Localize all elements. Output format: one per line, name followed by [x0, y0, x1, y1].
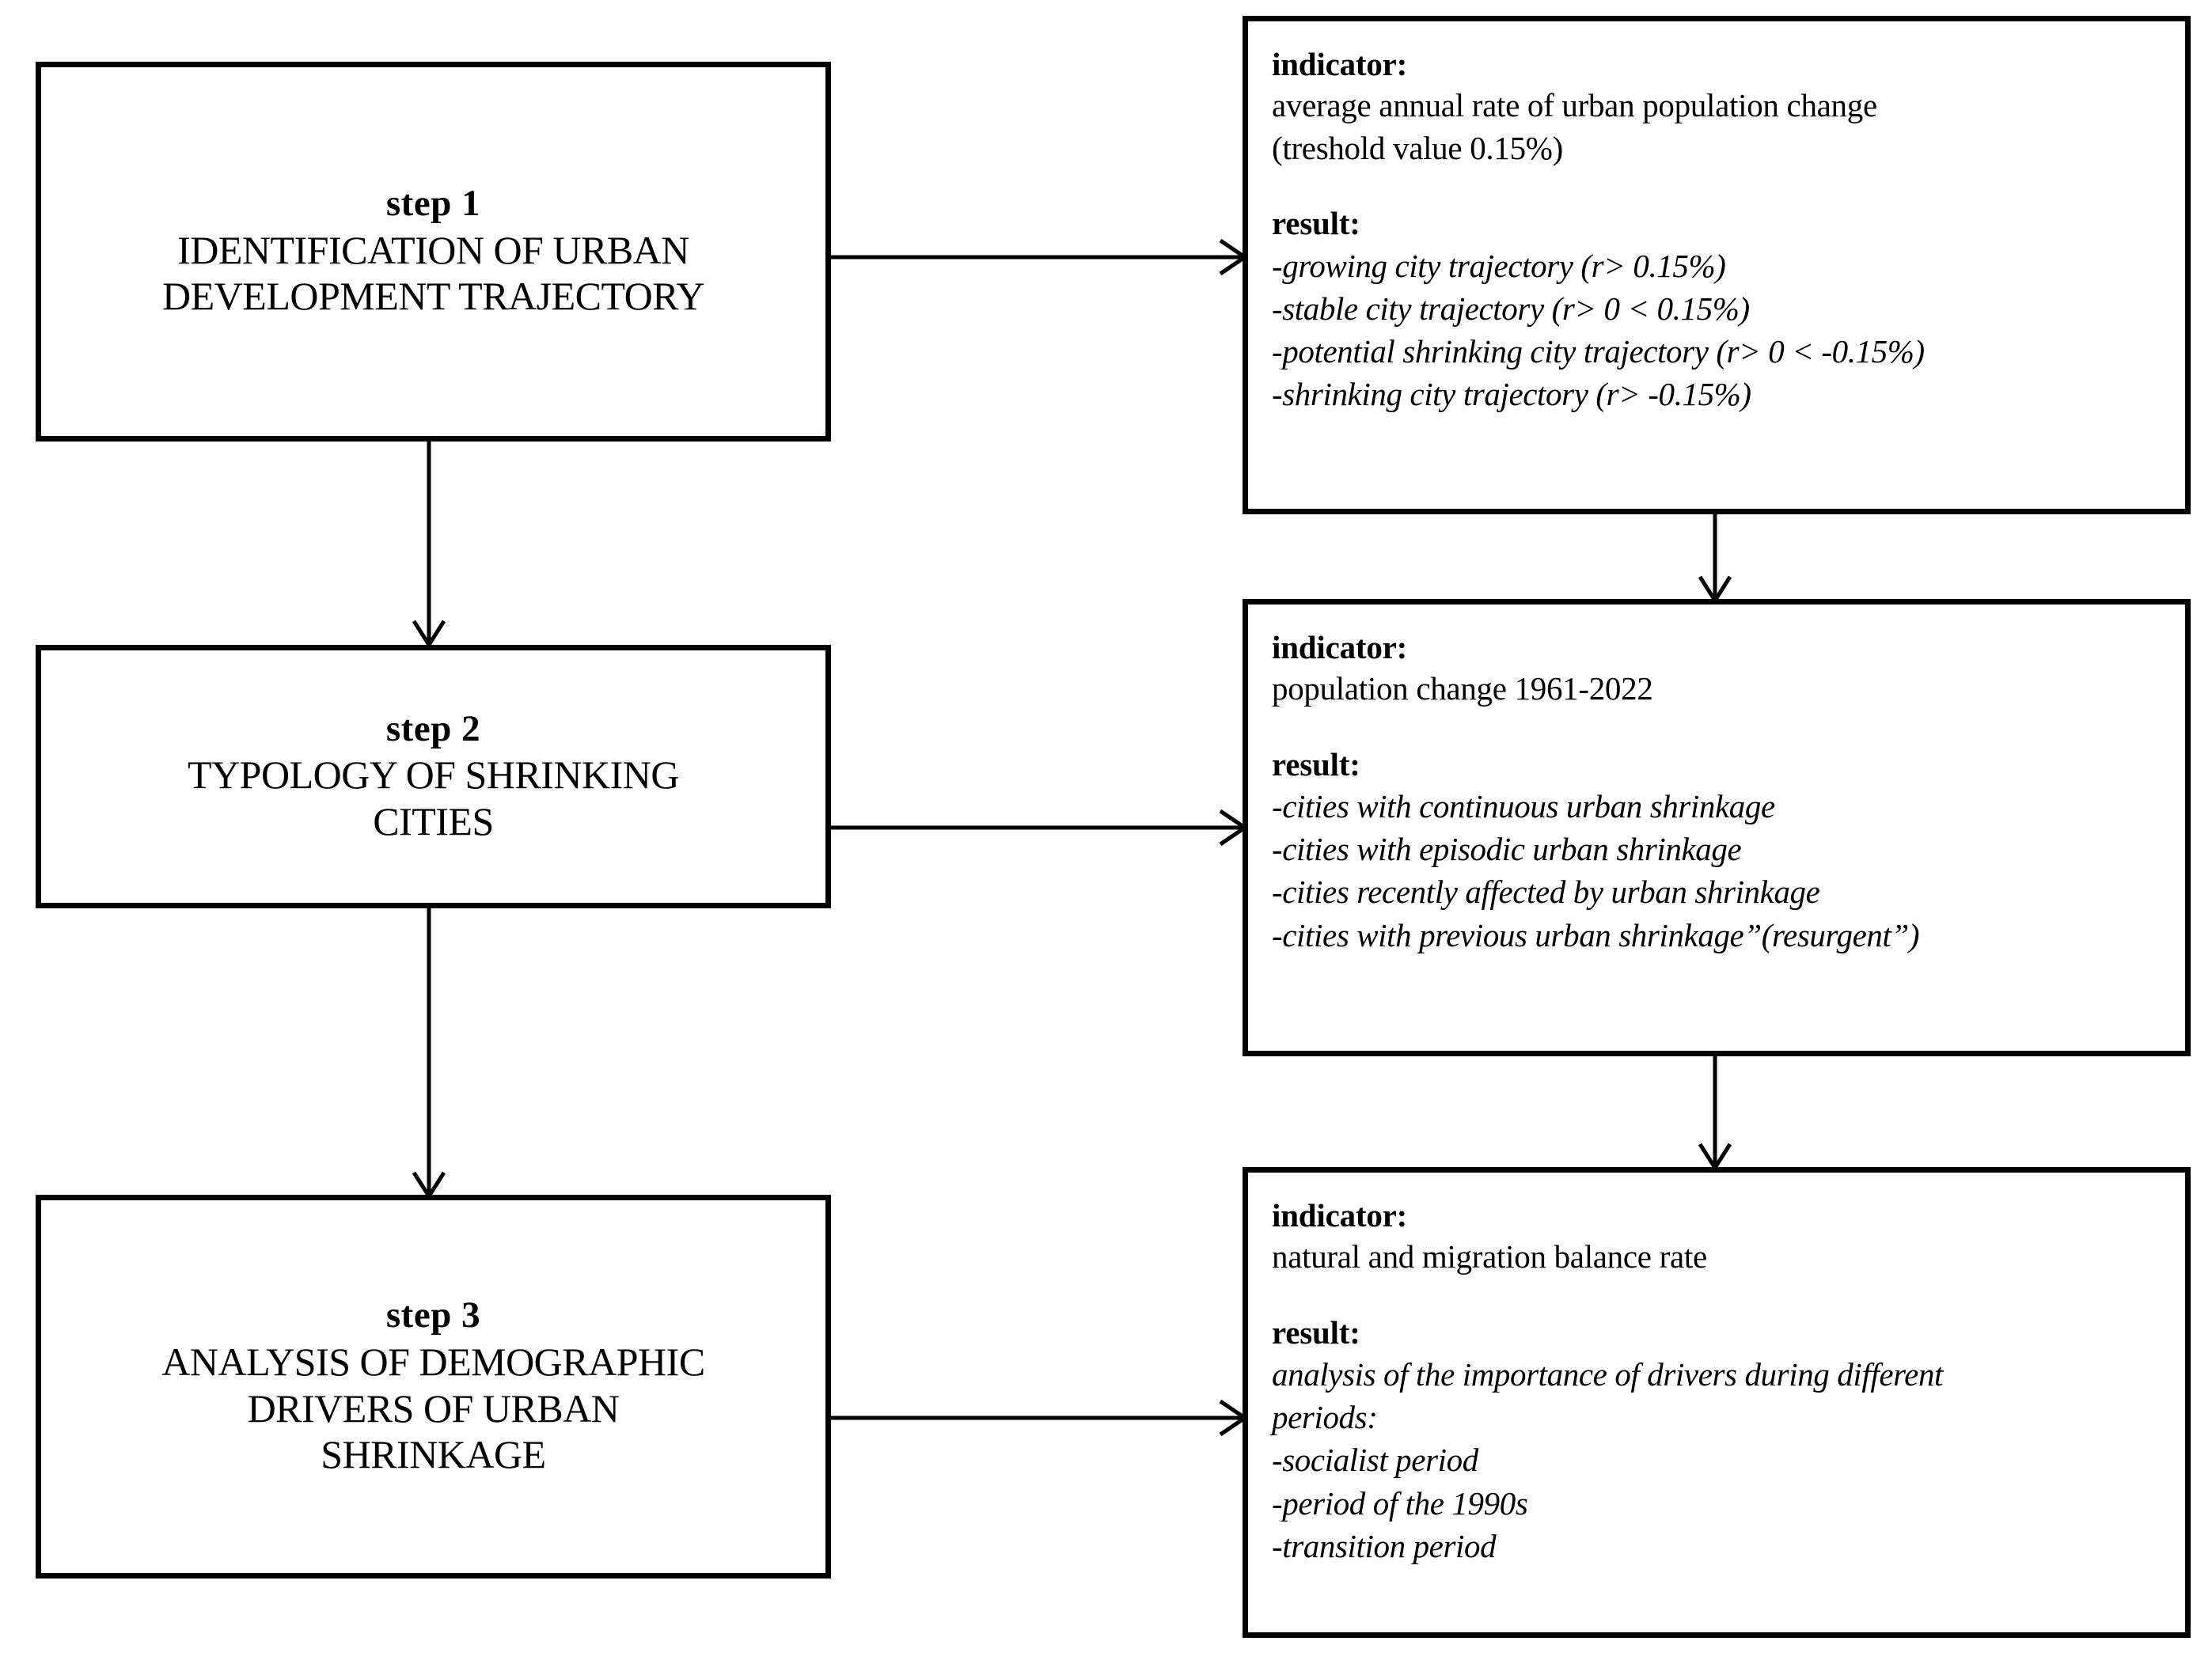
detail-1-indicator-line-1: average annual rate of urban population …	[1272, 87, 1877, 124]
detail-1-indicator-line-2: (treshold value 0.15%)	[1272, 129, 1563, 166]
arrow-step1-to-step2	[409, 438, 449, 650]
detail-2-result-line-3: -cities recently affected by urban shrin…	[1272, 874, 1820, 911]
step-1-title-line-1: IDENTIFICATION OF URBAN	[177, 227, 689, 272]
detail-2-indicator-heading: indicator:	[1272, 629, 1408, 665]
detail-2-result-line-2: -cities with episodic urban shrinkage	[1272, 831, 1742, 868]
detail-1-spacer	[1272, 169, 2165, 203]
step-1-title: IDENTIFICATION OF URBAN DEVELOPMENT TRAJ…	[143, 227, 723, 320]
detail-1-result-line-3: -potential shrinking city trajectory (r>…	[1272, 332, 1925, 370]
arrow-step2-to-detail2	[829, 808, 1253, 847]
arrow-step1-to-detail1	[829, 237, 1253, 277]
step-3-label: step 3	[385, 1294, 481, 1336]
detail-2-result-line-4: -cities with previous urban shrinkage”(r…	[1272, 916, 1920, 953]
detail-3-result-line-2: periods:	[1272, 1399, 1378, 1436]
step-2-title-line-2: CITIES	[373, 798, 494, 843]
detail-3-result-line-5: -transition period	[1272, 1527, 1497, 1564]
step-2-label: step 2	[385, 707, 481, 749]
arrow-step3-to-detail3	[829, 1398, 1253, 1438]
step-3-title-line-1: ANALYSIS OF DEMOGRAPHIC	[161, 1340, 705, 1385]
step-3-title-line-3: SHRINKAGE	[321, 1432, 546, 1477]
arrow-detail1-to-detail2	[1695, 510, 1735, 605]
arrow-detail2-to-detail3	[1695, 1052, 1735, 1173]
detail-3-spacer	[1272, 1279, 2165, 1312]
detail-3-indicator-heading: indicator:	[1272, 1197, 1408, 1234]
step-1-title-line-2: DEVELOPMENT TRAJECTORY	[162, 274, 704, 319]
step-3-box[interactable]: step 3 ANALYSIS OF DEMOGRAPHIC DRIVERS O…	[36, 1195, 831, 1579]
detail-1-result-line-2: -stable city trajectory (r> 0 < 0.15%)	[1272, 290, 1750, 327]
detail-3-indicator-line-1: natural and migration balance rate	[1272, 1238, 1707, 1275]
step-2-title: TYPOLOGY OF SHRINKING CITIES	[169, 752, 698, 844]
step-3-title: ANALYSIS OF DEMOGRAPHIC DRIVERS OF URBAN…	[142, 1339, 723, 1478]
detail-1-result-heading: result:	[1272, 205, 1360, 242]
step-1-box[interactable]: step 1 IDENTIFICATION OF URBAN DEVELOPME…	[36, 62, 831, 442]
detail-2-result-heading: result:	[1272, 745, 1360, 783]
detail-2-spacer	[1272, 711, 2165, 744]
step-3-title-line-2: DRIVERS OF URBAN	[247, 1385, 620, 1431]
detail-2-result-line-1: -cities with continuous urban shrinkage	[1272, 788, 1775, 825]
detail-3-box[interactable]: indicator: natural and migration balance…	[1243, 1167, 2191, 1638]
step-2-box[interactable]: step 2 TYPOLOGY OF SHRINKING CITIES	[36, 645, 831, 908]
detail-2-indicator-line-1: population change 1961-2022	[1272, 670, 1653, 707]
detail-3-result-line-1: analysis of the importance of drivers du…	[1272, 1356, 1944, 1393]
step-1-label: step 1	[385, 183, 481, 225]
detail-3-result-line-4: -period of the 1990s	[1272, 1484, 1528, 1522]
detail-1-box[interactable]: indicator: average annual rate of urban …	[1243, 16, 2191, 514]
step-2-title-line-1: TYPOLOGY OF SHRINKING	[188, 752, 680, 798]
detail-2-box[interactable]: indicator: population change 1961-2022 r…	[1243, 599, 2191, 1056]
detail-1-result-line-4: -shrinking city trajectory (r> -0.15%)	[1272, 375, 1751, 412]
detail-1-indicator-heading: indicator:	[1272, 46, 1408, 82]
detail-3-result-heading: result:	[1272, 1313, 1360, 1351]
arrow-step2-to-step3	[409, 904, 449, 1201]
detail-1-result-line-1: -growing city trajectory (r> 0.15%)	[1272, 247, 1726, 284]
detail-3-result-line-3: -socialist period	[1272, 1442, 1478, 1479]
